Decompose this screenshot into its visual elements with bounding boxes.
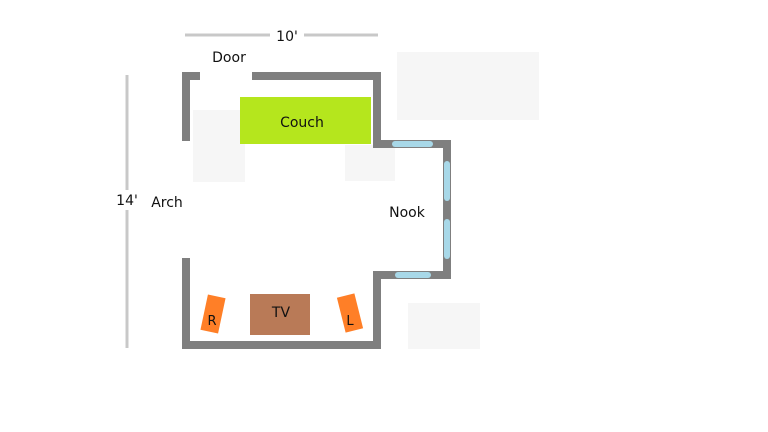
speaker-right bbox=[200, 294, 226, 334]
faint-block bbox=[345, 145, 395, 181]
length-dimension-label: 14' bbox=[116, 193, 138, 209]
width-dimension-label: 10' bbox=[276, 29, 298, 45]
door-label: Door bbox=[212, 50, 246, 66]
nook-label: Nook bbox=[389, 205, 426, 221]
windows bbox=[392, 141, 450, 278]
faint-block bbox=[408, 303, 480, 349]
couch bbox=[240, 97, 371, 144]
width-label-bg bbox=[270, 25, 304, 45]
faint-block bbox=[193, 110, 245, 182]
tv-label: TV bbox=[271, 305, 291, 321]
speaker-left bbox=[336, 293, 364, 333]
arch-label: Arch bbox=[151, 195, 183, 211]
couch-label: Couch bbox=[280, 115, 324, 131]
faint-blocks bbox=[193, 52, 539, 349]
faint-block bbox=[397, 52, 539, 120]
tv bbox=[250, 294, 310, 335]
length-label-bg bbox=[112, 190, 142, 210]
speaker-left-label: L bbox=[346, 314, 354, 329]
speaker-right-label: R bbox=[207, 314, 216, 329]
